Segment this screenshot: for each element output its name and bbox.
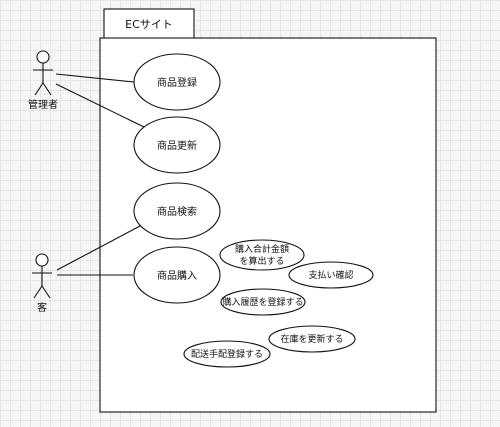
use-case-update-stock[interactable]: 在庫を更新する [268, 325, 356, 353]
use-case-calc-total-shape [219, 239, 305, 271]
use-case-purchase-shape [133, 246, 221, 304]
use-case-search[interactable]: 商品検索 [133, 182, 221, 240]
actor-customer-head [35, 253, 49, 267]
use-case-purchase-label: 商品購入 [157, 269, 197, 282]
use-case-update-shape [133, 116, 221, 174]
use-case-register[interactable]: 商品登録 [133, 53, 221, 111]
actor-customer-leg-right [41, 285, 51, 299]
use-case-search-shape [133, 182, 221, 240]
system-title: ECサイト [125, 18, 173, 31]
use-case-update[interactable]: 商品更新 [133, 116, 221, 174]
use-case-record-history[interactable]: 購入履歴を登録する [220, 288, 306, 316]
use-case-arrange-shipping[interactable]: 配送手配登録する [183, 340, 271, 368]
use-case-confirm-payment[interactable]: 支払い確認 [288, 261, 374, 289]
actor-customer[interactable]: 客 [32, 253, 52, 314]
use-case-arrange-shipping-shape [183, 340, 271, 368]
actor-admin-head [36, 50, 50, 64]
actor-admin-leg-left [34, 82, 44, 96]
use-case-arrange-shipping-label: 配送手配登録する [191, 348, 263, 360]
actor-customer-leg-left [33, 285, 43, 299]
use-case-calc-total[interactable]: 購入合計金額 を算出する [219, 239, 305, 271]
use-case-update-stock-label: 在庫を更新する [280, 333, 343, 345]
use-case-register-shape [133, 53, 221, 111]
use-case-calc-total-label-line1: 購入合計金額 [235, 243, 289, 255]
use-case-purchase[interactable]: 商品購入 [133, 246, 221, 304]
use-case-register-label: 商品登録 [157, 76, 197, 89]
association-admin-update [55, 83, 147, 129]
actor-admin-label: 管理者 [28, 98, 58, 111]
use-case-update-label: 商品更新 [157, 139, 197, 152]
use-case-search-label: 商品検索 [157, 205, 197, 218]
actor-customer-label: 客 [37, 301, 47, 314]
use-case-record-history-label: 購入履歴を登録する [222, 296, 303, 308]
system-tab [103, 8, 195, 40]
association-customer-search [56, 225, 141, 271]
actor-admin[interactable]: 管理者 [28, 50, 58, 111]
use-case-calc-total-label-line2: を算出する [239, 255, 284, 267]
use-case-confirm-payment-shape [288, 261, 374, 289]
actor-admin-leg-right [42, 82, 52, 96]
use-case-record-history-shape [220, 288, 306, 316]
association-admin-register [55, 73, 135, 83]
use-case-confirm-payment-label: 支払い確認 [308, 269, 353, 281]
use-case-update-stock-shape [268, 325, 356, 353]
